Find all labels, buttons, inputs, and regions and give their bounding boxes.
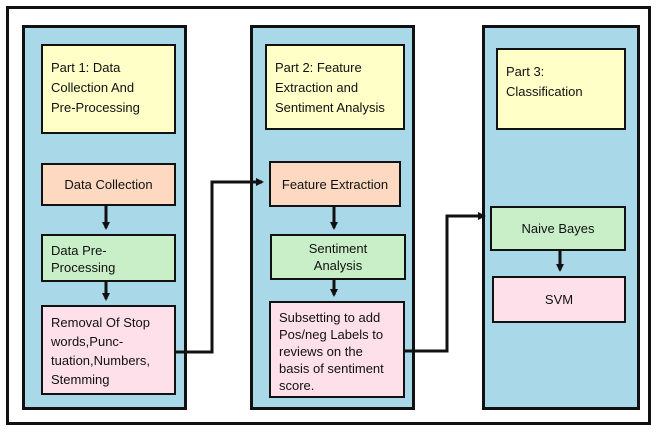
stopword-removal-box: Removal Of Stop words,Punc- tuation,Numb… [41,305,176,395]
svm-box: SVM [492,276,626,323]
part-2-title: Part 2: Feature Extraction and Sentiment… [265,44,405,130]
part-3-title: Part 3: Classification [496,48,626,130]
sentiment-analysis-box: Sentiment Analysis [270,234,406,280]
feature-extraction-box: Feature Extraction [269,161,401,207]
data-collection-box: Data Collection [41,163,176,206]
part-1-title: Part 1: Data Collection And Pre-Processi… [41,44,176,134]
naive-bayes-box: Naive Bayes [490,206,626,251]
data-preprocessing-box: Data Pre- Processing [41,234,176,282]
subsetting-labels-box: Subsetting to add Pos/neg Labels to revi… [269,301,405,398]
